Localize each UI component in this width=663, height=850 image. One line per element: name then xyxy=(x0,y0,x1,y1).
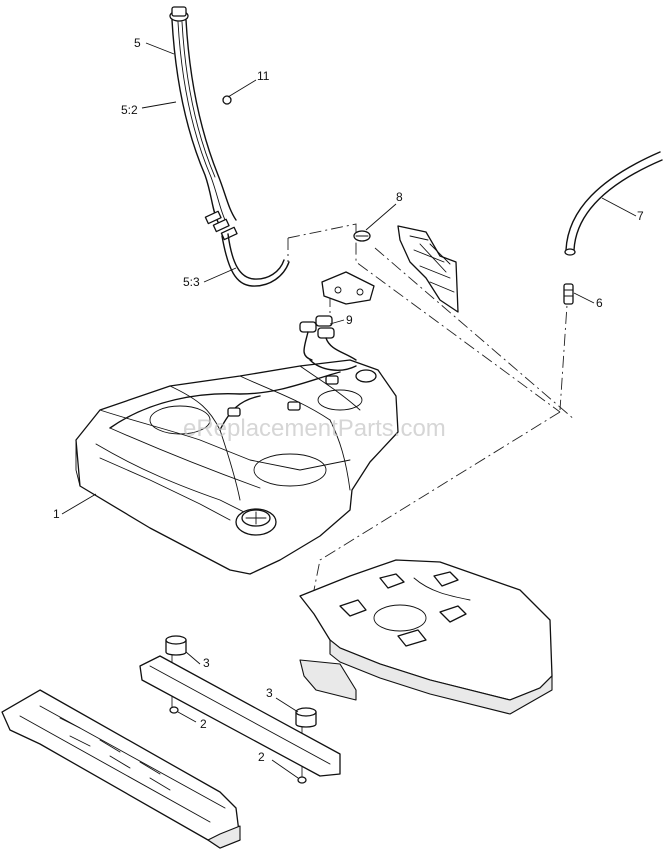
callout-2-left: 2 xyxy=(200,717,207,731)
callout-5-3: 5:3 xyxy=(183,275,200,289)
isolator-part-3-left xyxy=(165,635,187,656)
frame-plate xyxy=(299,559,553,715)
callout-8: 8 xyxy=(396,190,403,204)
callout-5-2: 5:2 xyxy=(121,103,138,117)
nut-part-2-right xyxy=(297,776,307,784)
isolator-part-3-right xyxy=(295,707,317,728)
callout-1: 1 xyxy=(53,507,60,521)
callout-3-left: 3 xyxy=(203,656,210,670)
nut-part-2-left xyxy=(169,706,179,714)
hose-connector-part-9 xyxy=(299,315,357,361)
clip-part-11 xyxy=(222,95,232,105)
callout-3-right: 3 xyxy=(266,686,273,700)
watermark-text: eReplacementParts.com xyxy=(183,415,446,442)
tank-support-strap xyxy=(139,655,341,777)
fuel-tank-part-1 xyxy=(75,359,399,575)
callout-group: 5 5:2 11 8 7 5:3 6 9 1 3 2 3 2 xyxy=(53,36,644,779)
vent-bracket-plate xyxy=(321,271,375,305)
callout-11: 11 xyxy=(257,69,270,83)
callout-6: 6 xyxy=(596,296,603,310)
fitting-part-6 xyxy=(563,283,574,305)
callout-5: 5 xyxy=(134,36,141,50)
callout-2-right: 2 xyxy=(258,750,265,764)
bracket-part-8 xyxy=(353,225,459,313)
callout-9: 9 xyxy=(346,313,353,327)
callout-7: 7 xyxy=(637,209,644,223)
lower-frame-rail xyxy=(1,689,241,849)
vent-tube-part-7 xyxy=(564,151,663,256)
filler-neck-hose-part-5 xyxy=(169,6,290,287)
